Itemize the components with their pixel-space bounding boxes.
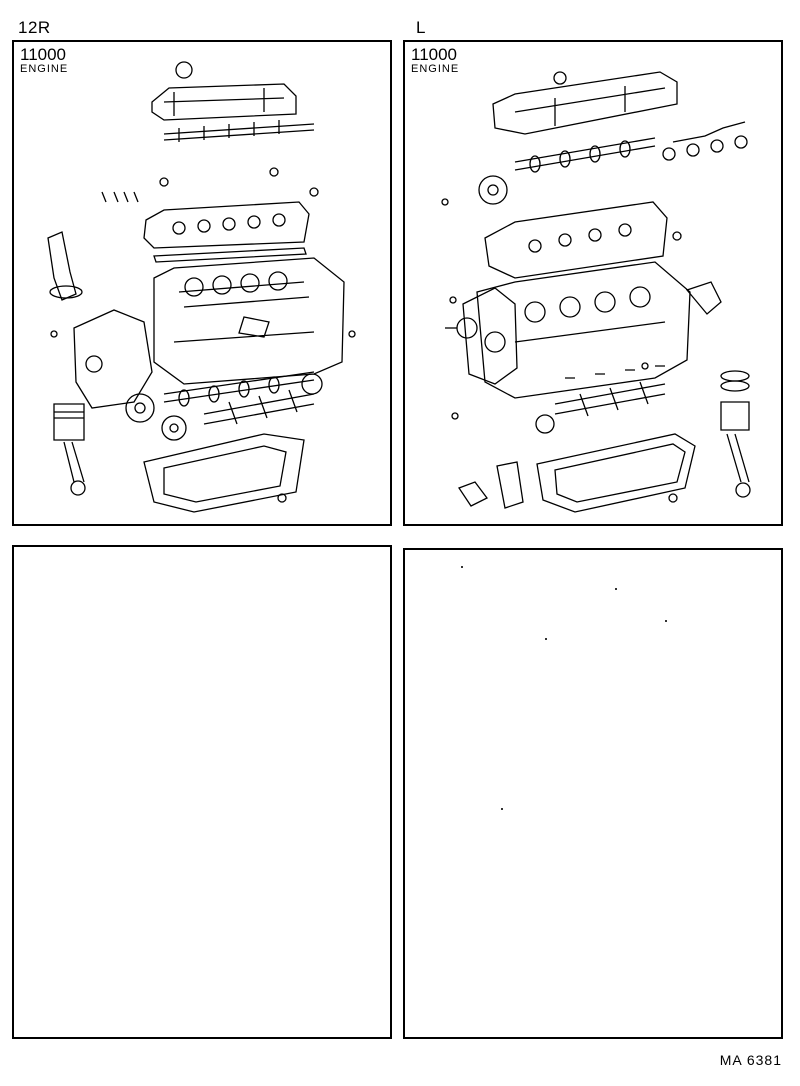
part-code: 11000: [20, 45, 67, 64]
part-name: ENGINE: [411, 63, 460, 75]
scan-speck: [615, 588, 617, 590]
scan-speck: [545, 638, 547, 640]
scan-speck: [501, 808, 503, 810]
part-name: ENGINE: [20, 63, 69, 75]
empty-panel-right: [403, 548, 783, 1039]
engine-exploded-diagram-12r: [47, 61, 356, 513]
engine-panel-l: 11000 ENGINE: [403, 40, 783, 526]
scan-speck: [665, 620, 667, 622]
scan-speck: [461, 566, 463, 568]
engine-panel-12r: 11000 ENGINE: [12, 40, 392, 526]
engine-exploded-diagram-l: [441, 71, 751, 513]
model-label-l: L: [416, 18, 426, 37]
empty-panel-left: [12, 545, 392, 1039]
model-label-12r: 12R: [18, 18, 51, 37]
reference-code: MA 6381: [719, 1052, 782, 1068]
part-code: 11000: [411, 45, 458, 64]
